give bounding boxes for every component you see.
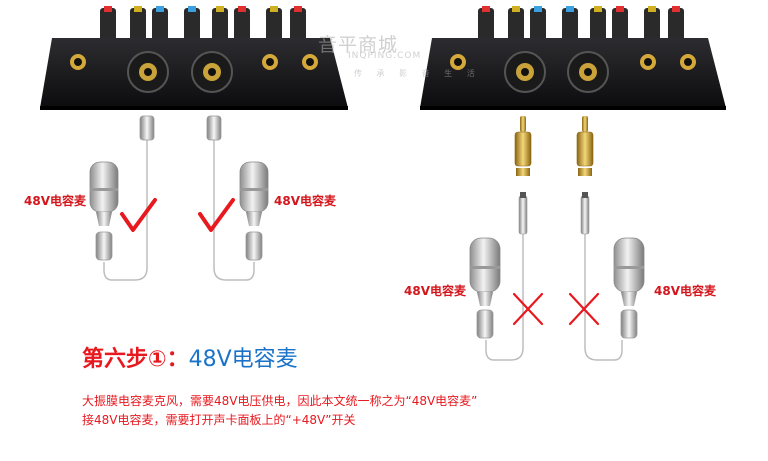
left-output-jacks [262, 54, 318, 70]
left-xlr-plug-2 [206, 115, 222, 141]
step-description: 大振膜电容麦克风，需要48V电压供电，因此本文统一称之为“48V电容麦” 接48… [82, 392, 642, 430]
condenser-mic-right-2 [613, 237, 645, 339]
mic-label-left-1: 48V电容麦 [24, 194, 86, 208]
right-combo-jack-2 [567, 51, 609, 93]
left-combo-jack-2 [191, 51, 233, 93]
mic-label-right-2: 48V电容麦 [654, 284, 716, 298]
watermark-text: 音平商城 [318, 34, 399, 56]
right-jack-plug-2 [576, 116, 594, 235]
cross-mark-icon [568, 292, 600, 326]
left-xlr-plug-1 [139, 115, 155, 141]
description-line-1: 大振膜电容麦克风，需要48V电压供电，因此本文统一称之为“48V电容麦” [82, 394, 478, 408]
left-combo-jack-1 [127, 51, 169, 93]
mic-label-left-2: 48V电容麦 [274, 194, 336, 208]
watermark-domain: INQPING.COM [348, 51, 422, 61]
left-headphone-jack [70, 54, 86, 70]
right-cable-1 [485, 232, 524, 361]
check-mark-icon [120, 198, 157, 232]
right-jack-plug-1 [514, 116, 532, 235]
right-sound-card [420, 6, 726, 110]
left-sound-card [40, 6, 348, 110]
description-line-2: 接48V电容麦，需要打开声卡面板上的“+48V”开关 [82, 413, 356, 427]
cross-mark-icon [512, 292, 544, 326]
mic-label-right-1: 48V电容麦 [404, 284, 466, 298]
watermark-slogan: 传 承 影 音 生 活 [354, 69, 481, 78]
left-cable-2 [213, 138, 255, 281]
watermark: 音平商城 INQPING.COM 传 承 影 音 生 活 [318, 30, 475, 78]
left-knobs [100, 6, 306, 42]
step-title: 第六步①：48V电容麦 [82, 341, 298, 373]
condenser-mic-right-1 [469, 237, 501, 339]
condenser-mic-left-1 [89, 161, 119, 261]
left-cable-1 [103, 138, 148, 281]
step-name: 48V电容麦 [188, 347, 298, 372]
condenser-mic-left-2 [239, 161, 269, 261]
right-combo-jack-1 [504, 51, 546, 93]
check-mark-icon [198, 198, 235, 232]
right-cable-2 [584, 232, 623, 361]
right-knobs [478, 6, 684, 42]
right-headphone-jack [450, 54, 466, 70]
right-output-jacks [640, 54, 696, 70]
step-label: 第六步①： [82, 347, 189, 372]
